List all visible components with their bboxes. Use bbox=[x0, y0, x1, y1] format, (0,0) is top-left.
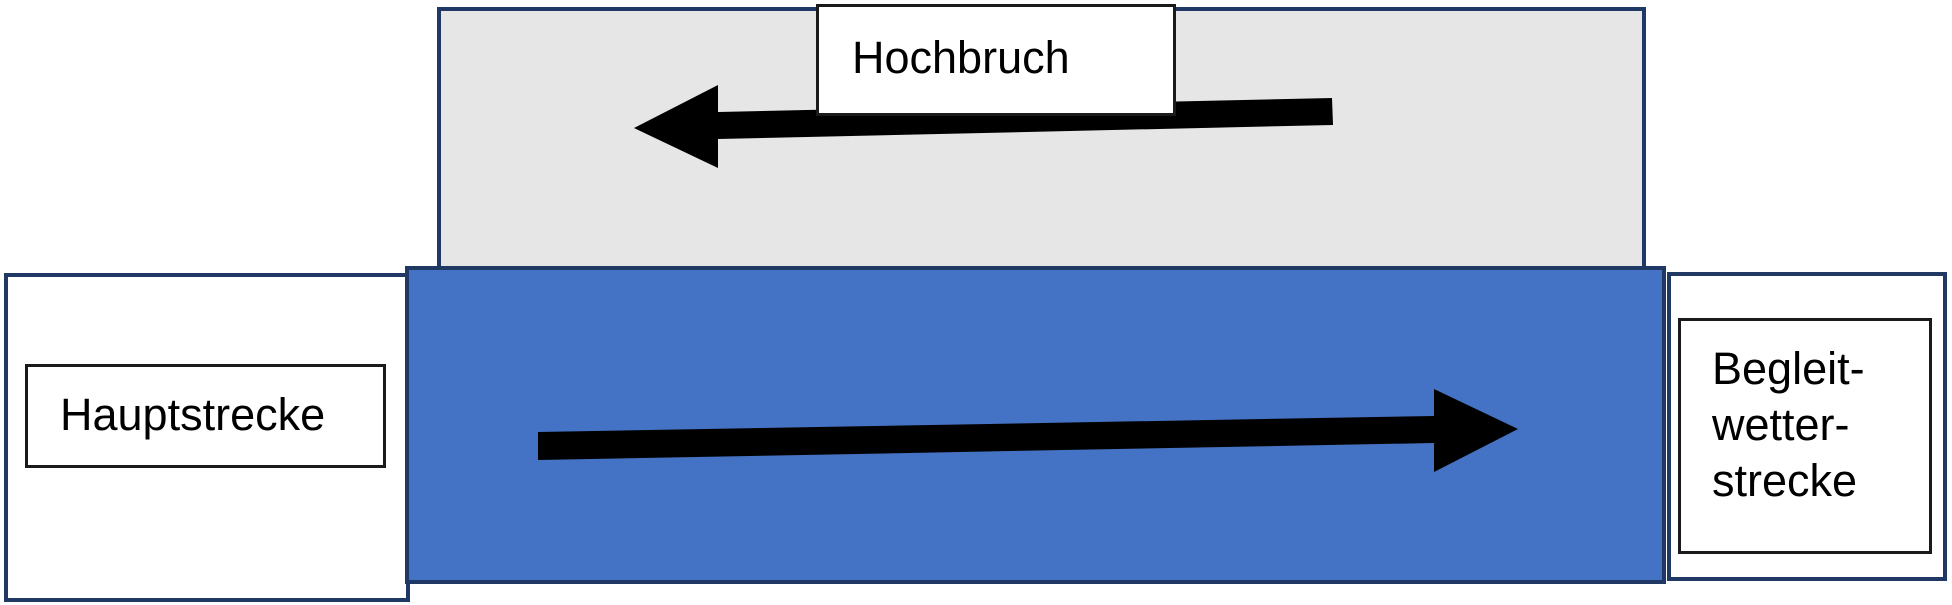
upper-chamber-label: Hochbruch bbox=[852, 32, 1070, 83]
upper-chamber-label-box: Hochbruch bbox=[816, 4, 1176, 116]
tail-drift-label-line-2: wetter- bbox=[1712, 399, 1850, 450]
tail-drift-label-box: Begleit- wetter- strecke bbox=[1678, 318, 1932, 554]
main-drift-label: Hauptstrecke bbox=[60, 389, 326, 440]
tail-drift-label-line-1: Begleit- bbox=[1712, 343, 1865, 394]
tail-drift-label-line-3: strecke bbox=[1712, 455, 1858, 506]
middle-section-box bbox=[405, 266, 1666, 584]
main-drift-label-box: Hauptstrecke bbox=[25, 364, 386, 468]
